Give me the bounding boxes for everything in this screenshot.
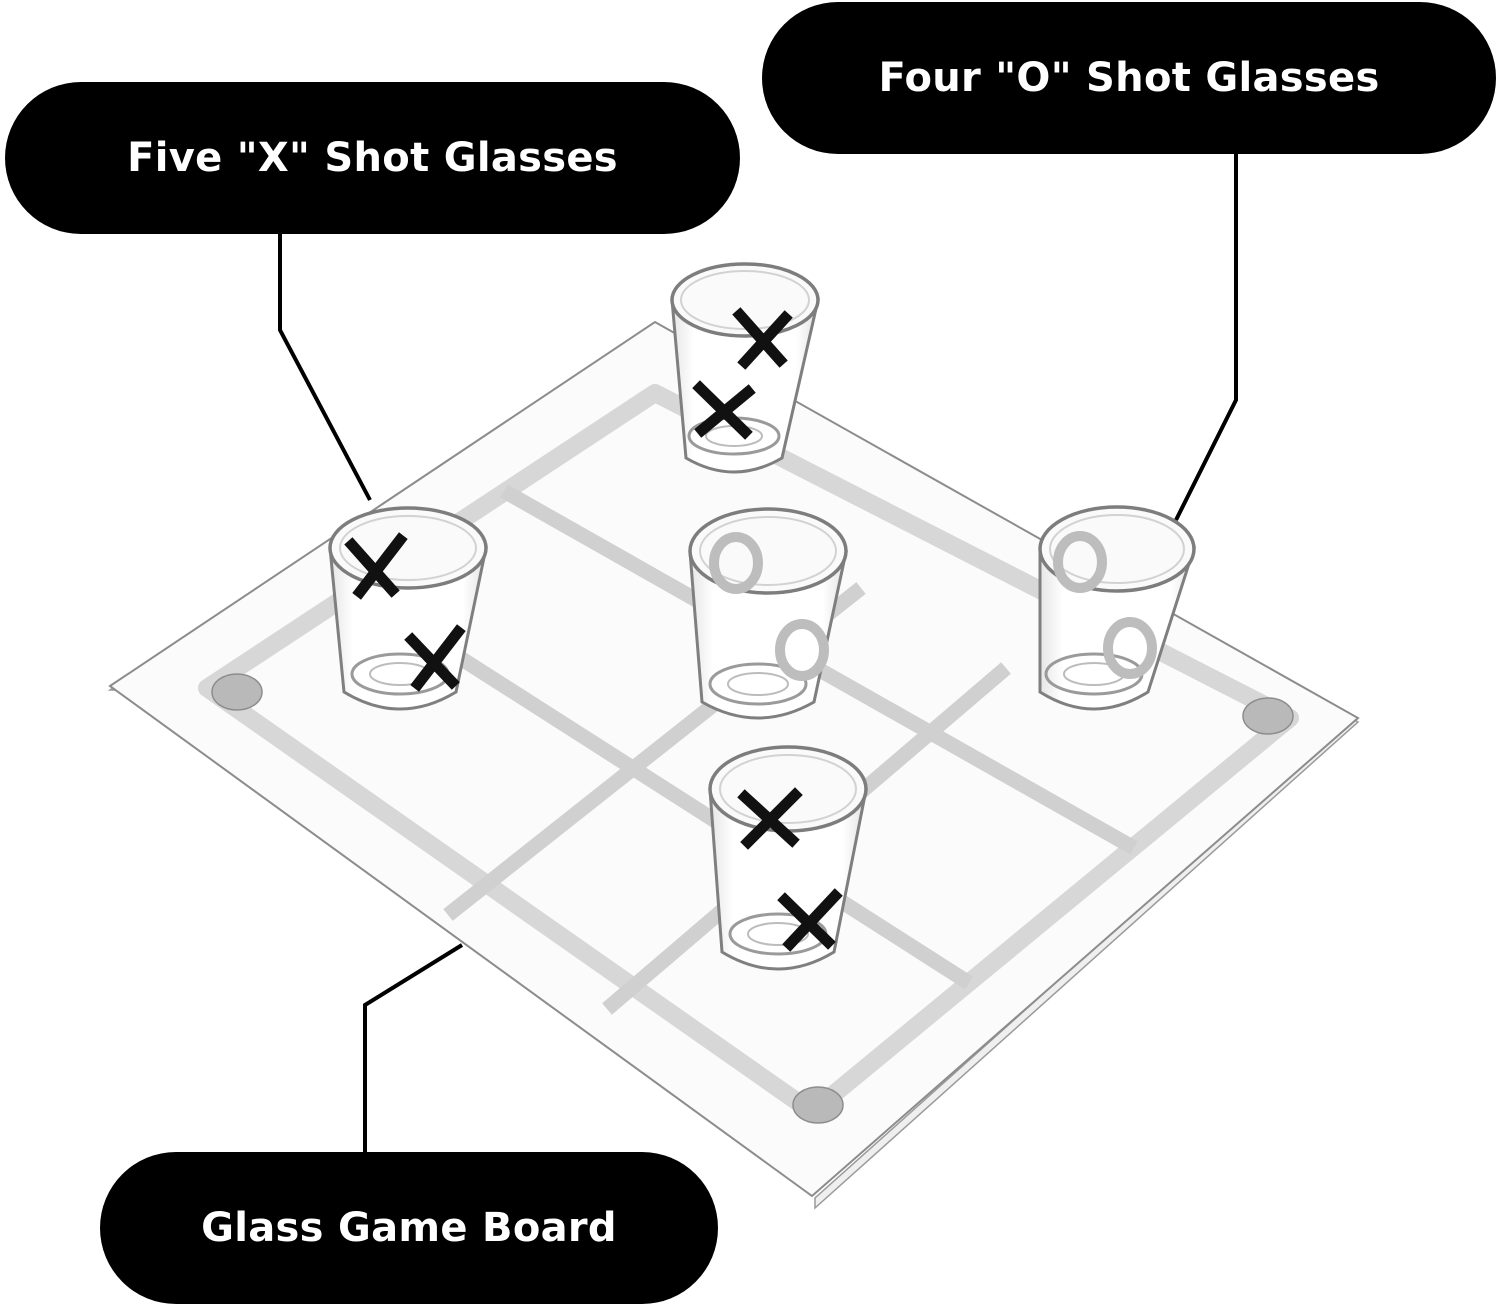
x-shot-glasses-callout: Five "X" Shot Glasses — [5, 82, 740, 234]
o-shot-glasses-callout: Four "O" Shot Glasses — [762, 2, 1496, 154]
shot-glass-top-x — [670, 262, 820, 474]
x-mark-icon — [737, 787, 843, 952]
board-feet — [211, 673, 1294, 1124]
x-mark-icon — [692, 307, 793, 440]
o-glasses-leader-line — [1174, 154, 1238, 521]
board-foot-right — [1242, 697, 1294, 735]
glass-game-board-callout: Glass Game Board — [100, 1152, 718, 1304]
board-foot-left — [211, 673, 263, 711]
shot-glasses — [328, 262, 1197, 971]
glass-game-board-label: Glass Game Board — [201, 1205, 617, 1251]
x-mark-icon — [344, 532, 466, 692]
o-shot-glasses-label: Four "O" Shot Glasses — [878, 55, 1380, 101]
shot-glass-bottom-x — [708, 745, 868, 971]
board-foot-bottom — [792, 1086, 844, 1124]
x-shot-glasses-label: Five "X" Shot Glasses — [127, 135, 618, 181]
leader-lines — [278, 154, 1238, 1152]
shot-glass-left-x — [328, 506, 488, 711]
o-mark-icon — [709, 532, 829, 681]
shot-glass-center-o — [688, 507, 848, 720]
x-glasses-leader-line — [278, 234, 372, 501]
shot-glass-right-o — [1038, 505, 1197, 711]
o-mark-icon — [1053, 531, 1157, 679]
board-leader-line — [363, 943, 464, 1152]
